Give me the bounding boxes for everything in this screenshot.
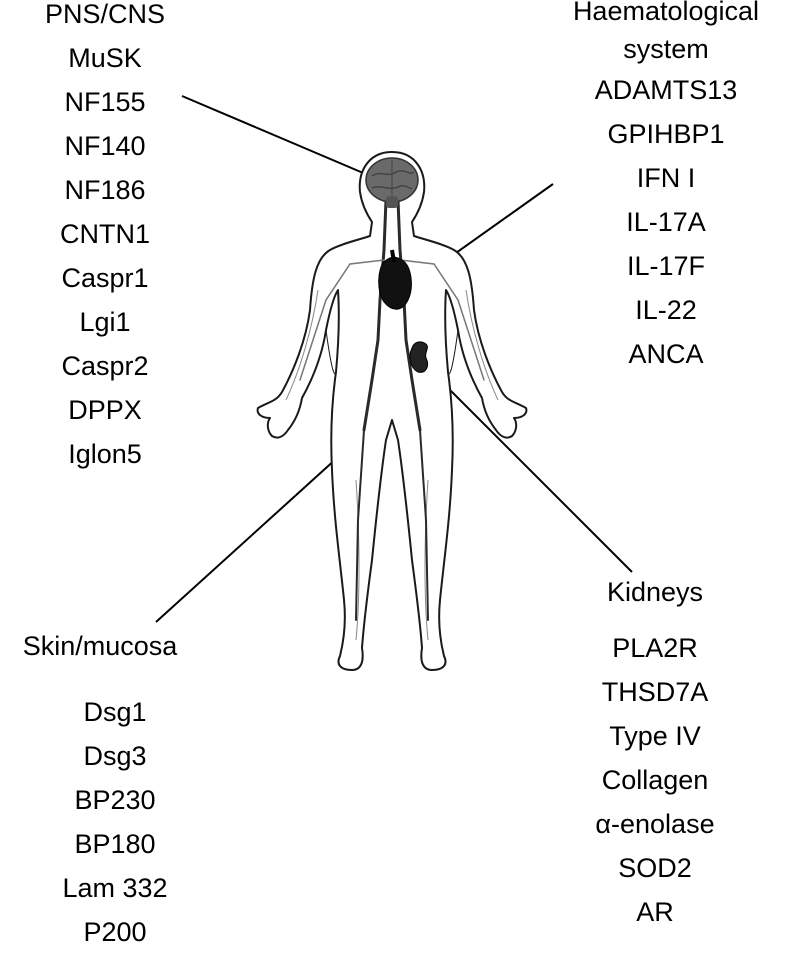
haem-item: ANCA <box>628 339 704 369</box>
kidney-item: AR <box>636 897 674 927</box>
kidney-item: α-enolase <box>595 809 715 839</box>
kidneys-title: Kidneys <box>606 577 704 607</box>
heart-icon <box>378 249 412 310</box>
human-body-icon <box>256 151 528 671</box>
kidney-item: Type IV <box>609 721 701 751</box>
kidney-icon <box>409 341 429 373</box>
pns-item: NF186 <box>64 175 146 205</box>
brain-icon <box>365 157 419 208</box>
haem-item: ADAMTS13 <box>594 75 738 105</box>
pns-connector-line <box>181 95 376 179</box>
pns-item: Lgi1 <box>79 307 131 337</box>
pns-item: NF140 <box>64 131 146 161</box>
pns-cns-title: PNS/CNS <box>44 0 166 29</box>
vessels-icon <box>299 198 485 621</box>
skin-connector-line <box>155 457 338 623</box>
pns-cns-group: PNS/CNS MuSK NF155 NF140 NF186 CNTN1 Cas… <box>0 0 210 476</box>
kidney-item: SOD2 <box>618 853 692 883</box>
haematological-title-line2: system <box>623 34 709 64</box>
haem-item: IL-17F <box>626 251 706 281</box>
skin-item: P200 <box>83 917 147 947</box>
pns-item: Caspr1 <box>61 263 149 293</box>
pns-item: NF155 <box>64 87 146 117</box>
kidney-item: Collagen <box>601 765 709 795</box>
kidney-item: THSD7A <box>601 677 709 707</box>
pns-item: MuSK <box>68 43 142 73</box>
haematological-group: Haematological system ADAMTS13 GPIHBP1 I… <box>545 0 787 376</box>
haem-item: IFN I <box>636 163 696 193</box>
haem-item: IL-17A <box>626 207 706 237</box>
skin-item: Lam 332 <box>62 873 168 903</box>
haem-item: IL-22 <box>635 295 697 325</box>
haem-item: GPIHBP1 <box>607 119 725 149</box>
skin-item: Dsg1 <box>83 697 147 727</box>
pns-item: CNTN1 <box>59 219 150 249</box>
kidney-item: PLA2R <box>612 633 698 663</box>
kidney-connector-line <box>419 359 633 573</box>
pns-item: Iglon5 <box>68 439 142 469</box>
skin-item: BP230 <box>74 785 156 815</box>
skin-mucosa-title: Skin/mucosa <box>22 631 178 661</box>
haematological-title-line1: Haematological <box>572 0 760 26</box>
skin-item: Dsg3 <box>83 741 147 771</box>
skin-item: BP180 <box>74 829 156 859</box>
pns-item: DPPX <box>68 395 142 425</box>
kidneys-group: PLA2R THSD7A Type IV Collagen α-enolase … <box>560 626 750 934</box>
pns-item: Caspr2 <box>61 351 149 381</box>
skin-mucosa-group: Dsg1 Dsg3 BP230 BP180 Lam 332 P200 <box>10 690 220 954</box>
